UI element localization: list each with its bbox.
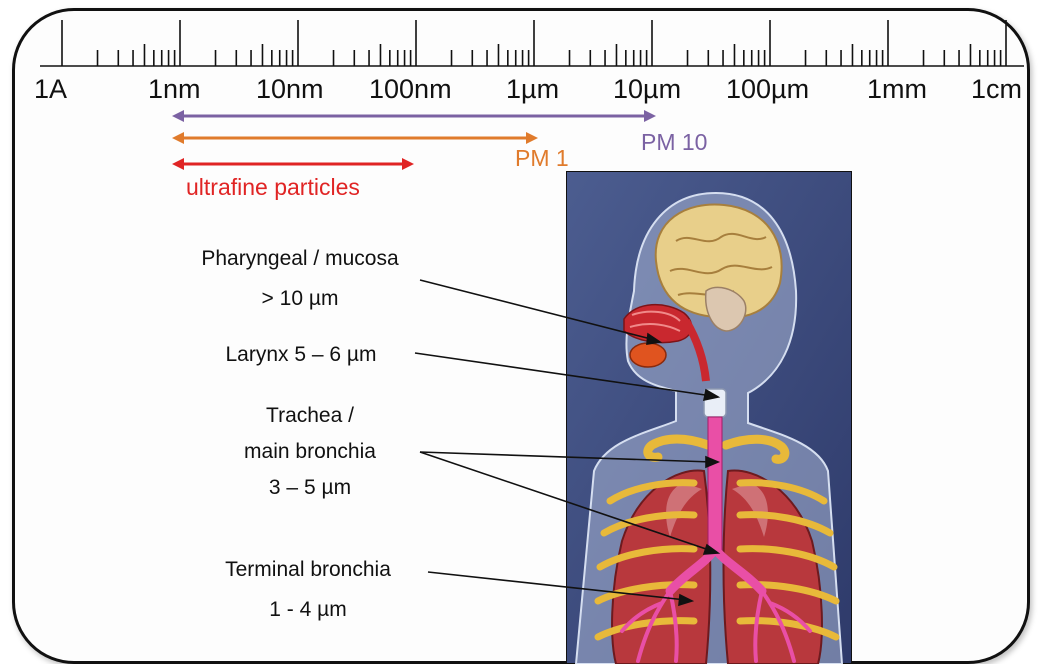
terminal-leader xyxy=(428,572,686,600)
trachea-leader-bronchi xyxy=(420,452,712,551)
trachea-leader-main xyxy=(420,452,712,462)
larynx-leader xyxy=(415,353,712,396)
pharyngeal-leader xyxy=(420,280,655,340)
